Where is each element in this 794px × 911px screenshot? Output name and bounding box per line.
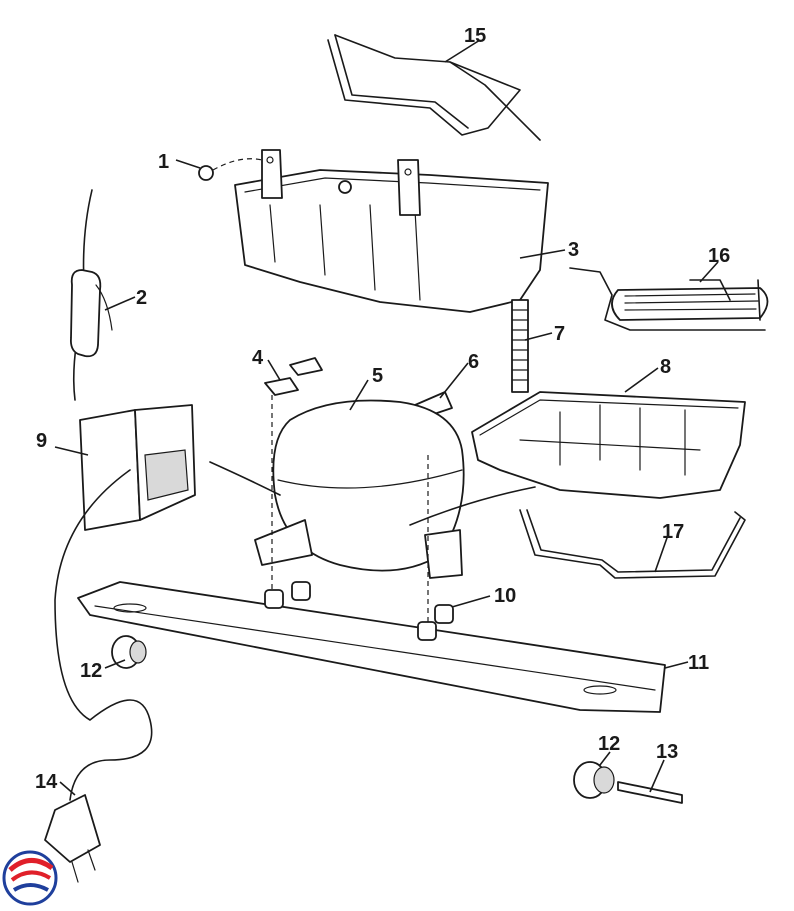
callout-2: 2: [136, 287, 147, 309]
callout-16: 16: [708, 245, 730, 267]
part-7-drain-hose: [511, 299, 529, 393]
part-3-drip-tray: [234, 149, 549, 313]
part-12-roller-b: [573, 761, 615, 799]
callout-3: 3: [568, 239, 579, 261]
part-5-compressor: [209, 399, 536, 579]
callout-9: 9: [36, 430, 47, 452]
callout-12-a: 12: [80, 660, 102, 682]
callout-11: 11: [688, 652, 709, 674]
callout-7: 7: [554, 323, 565, 345]
callout-10: 10: [494, 585, 516, 607]
callout-1: 1: [158, 151, 169, 173]
callout-17: 17: [662, 521, 684, 543]
callout-13: 13: [656, 741, 678, 763]
part-13-axle-pin: [617, 781, 683, 804]
part-9-relay-box: [79, 404, 196, 531]
part-15-wire-rack: [327, 34, 541, 141]
part-14-power-cord: [44, 469, 153, 883]
callout-6: 6: [468, 351, 479, 373]
part-17-bent-rod: [519, 509, 746, 579]
callout-5: 5: [372, 365, 383, 387]
part-10-grommets: [264, 581, 454, 641]
callout-8: 8: [660, 356, 671, 378]
part-11-base-rail: [77, 581, 666, 713]
callout-12-b: 12: [598, 733, 620, 755]
callout-4: 4: [252, 347, 264, 369]
part-12-roller-a: [111, 635, 147, 669]
part-2-cable: [69, 189, 113, 401]
leader-lines: [54, 39, 719, 796]
callout-15: 15: [464, 25, 486, 47]
part-8-fan-tray: [471, 391, 746, 499]
part-1-nut: [198, 158, 263, 181]
callout-14: 14: [35, 771, 58, 793]
part-16-condenser-coil: [569, 267, 769, 331]
brand-logo-icon: [2, 850, 58, 906]
callout-numbers: 1 2 3 4 5 6 7 8 9 10 11 12 12 13 14 15 1…: [35, 25, 730, 793]
part-4-brackets: [264, 357, 323, 396]
